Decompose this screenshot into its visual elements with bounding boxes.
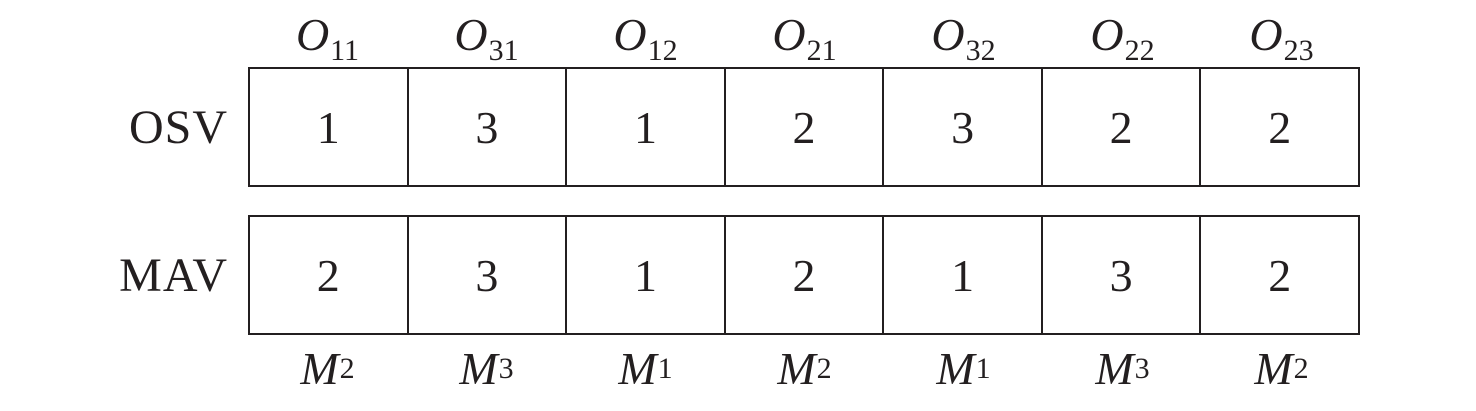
osv-row-label: OSV [128,100,228,154]
osv-cell: 2 [726,69,885,185]
osv-cell: 2 [1268,101,1292,153]
mav-row-label: MAV [119,248,228,302]
mav-cell: 1 [567,217,726,333]
osv-cell: 3 [884,69,1043,185]
mav-cell: 3 [1043,217,1202,333]
mav-cell: 1 [884,217,1043,333]
osv-cell: 3 [409,69,568,185]
osv-cell: 1 [250,69,409,185]
mav-cell: 3 [409,217,568,333]
mav-cell: 2 [726,217,885,333]
mav-cell: 2 [1268,249,1292,301]
mav-vector: 2 3 1 2 1 3 2 [248,215,1360,335]
mav-cell: 2 [250,217,409,333]
osv-cell: 1 [567,69,726,185]
osv-vector: 1 3 1 2 3 2 2 [248,67,1360,187]
osv-cell: 2 [1043,69,1202,185]
